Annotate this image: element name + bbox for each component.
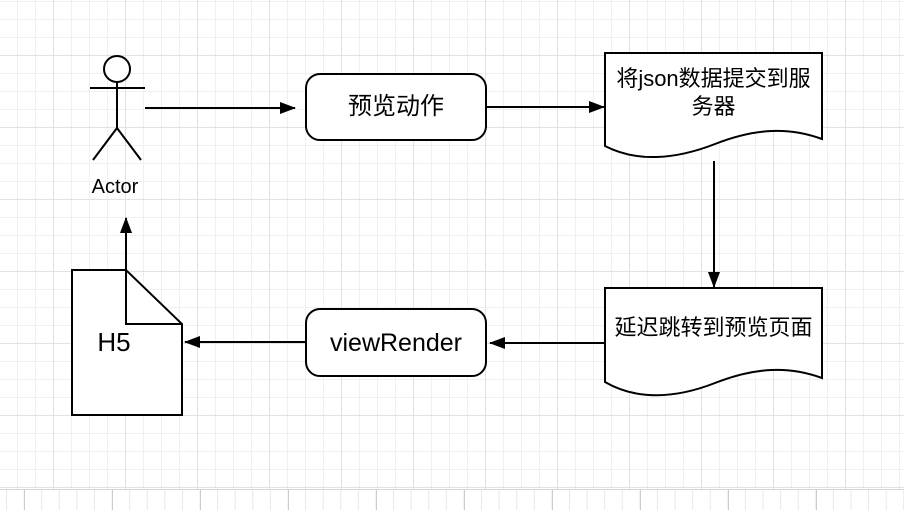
view-render-label: viewRender	[329, 328, 462, 357]
view-render-shape[interactable]	[305, 308, 487, 377]
actor-label: Actor	[91, 176, 139, 198]
submit-json-label-text: 将json数据提交到服务器	[616, 66, 811, 119]
actor-shape[interactable]	[90, 55, 145, 161]
h5-label: H5	[97, 327, 131, 357]
submit-json-document-shape[interactable]	[604, 52, 823, 159]
preview-action-shape[interactable]	[305, 73, 487, 141]
delay-redirect-label-text: 延迟跳转到预览页面	[614, 315, 813, 340]
h5-note-shape[interactable]	[71, 269, 183, 416]
page-edge-strip	[0, 490, 904, 510]
delay-redirect-document-shape[interactable]	[604, 287, 823, 397]
preview-action-label: 预览动作	[348, 93, 444, 120]
delay-redirect-label: 延迟跳转到预览页面	[605, 288, 822, 368]
submit-json-label: 将json数据提交到服务器	[605, 55, 822, 131]
